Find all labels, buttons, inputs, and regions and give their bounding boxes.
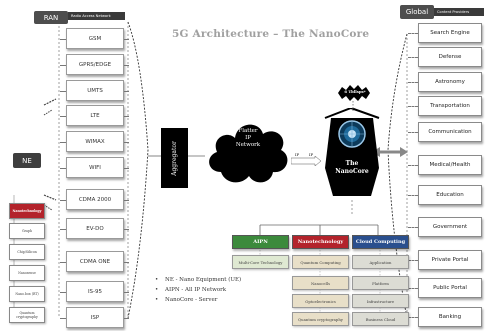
ran-item: ISP <box>60 307 129 328</box>
aggregator-box: Aggregator <box>161 128 188 188</box>
legend-item-nanocore: NanoCore - Server <box>155 297 217 303</box>
ne-item: Chip/Silicon <box>9 244 45 260</box>
ran-item: GSM <box>60 28 129 49</box>
ne-item: Nano.box (RT) <box>9 286 45 302</box>
ran-item: WIFI <box>60 157 129 178</box>
ip-label-1: IP <box>294 152 300 157</box>
category-item: Nanocells <box>292 276 349 290</box>
ne-item: Graph <box>9 223 45 239</box>
bandwidth-badge <box>336 84 372 102</box>
ran-item: LTE <box>60 105 129 126</box>
category-item: Infrastructure <box>352 294 409 308</box>
aggregator-label: Aggregator <box>171 140 178 176</box>
category-header: AIPN <box>232 235 289 249</box>
bandwidth-label: 6 Tbllsps* <box>344 89 366 94</box>
ran-item: CDMA ONE <box>60 251 129 272</box>
category-item: Multi-Core Technology <box>232 255 289 269</box>
ip-arrow <box>290 151 322 167</box>
ran-item: WIMAX <box>60 131 129 152</box>
legend-item-ne: NE - Nano Equipment (UE) <box>155 277 241 283</box>
service-item: Defense <box>408 47 482 67</box>
ip-label-2: IP <box>308 152 314 157</box>
global-tag: Global <box>400 5 434 19</box>
flatter-ip-network-cloud <box>209 124 288 183</box>
service-item: Government <box>408 217 482 237</box>
ran-item: CDMA 2000 <box>60 189 129 210</box>
category-item: Quantum cryptography <box>292 312 349 326</box>
ran-subtag: Radio Access Network <box>68 12 125 20</box>
service-item: Private Portal <box>408 250 482 270</box>
ran-item: UMTS <box>60 80 129 101</box>
category-item: Platform <box>352 276 409 290</box>
ran-item: EV-DO <box>60 218 129 239</box>
category-header: Cloud Computing <box>352 235 409 249</box>
service-item: Search Engine <box>408 23 482 43</box>
service-item: Banking <box>408 307 482 327</box>
global-subtag: Content Providers <box>434 8 484 16</box>
legend-item-aipn: AIPN - All IP Network <box>155 287 226 293</box>
nanocore-globe-icon <box>338 120 366 148</box>
nanocore-label: The NanoCore <box>335 160 369 175</box>
category-item: Quantum Computing <box>292 255 349 269</box>
ran-item: IS-95 <box>60 281 129 302</box>
category-item: Optoelectronics <box>292 294 349 308</box>
service-item: Public Portal <box>408 278 482 298</box>
category-item: Application <box>352 255 409 269</box>
ne-item: Nanotechnology <box>9 203 45 219</box>
category-header: Nanotechnology <box>292 235 349 249</box>
bandwidth-connector <box>352 101 354 111</box>
ne-item: Quantum cryptography <box>9 307 45 323</box>
ne-tag: NE <box>13 153 41 168</box>
service-item: Transportation <box>408 96 482 116</box>
service-item: Communication <box>408 122 482 142</box>
ne-item: Nanosense <box>9 265 45 281</box>
service-item: Astronomy <box>408 72 482 92</box>
ran-item: GPRS/EDGE <box>60 54 129 75</box>
nanocore-shape <box>324 108 380 196</box>
cloud-label: Flatter IP Network <box>235 128 261 148</box>
page-title: 5G Architecture – The NanoCore <box>172 28 370 40</box>
service-item: Education <box>408 185 482 205</box>
service-item: Medical/Health <box>408 155 482 175</box>
ran-tag: RAN <box>34 11 68 24</box>
category-item: Business Cloud <box>352 312 409 326</box>
